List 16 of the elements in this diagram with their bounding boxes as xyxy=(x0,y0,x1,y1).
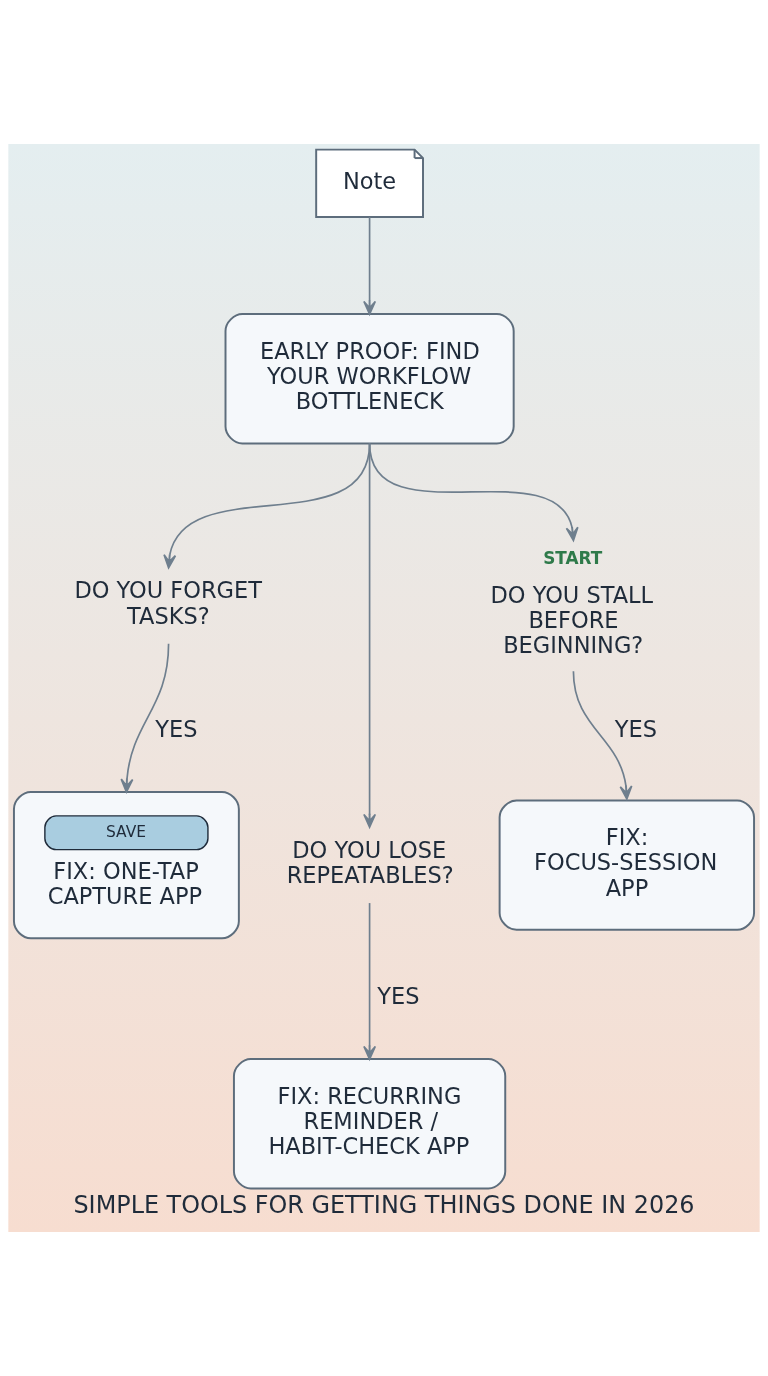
node-text: DO YOU FORGET TASKS? xyxy=(74,577,262,629)
edge-label: YES xyxy=(614,715,658,742)
edge-label: YES xyxy=(377,983,420,1009)
node-box: SAVE FIX: ONE-TAP CAPTURE APP xyxy=(12,791,240,940)
arrow xyxy=(572,670,633,800)
node-text: START DO YOU STALL BEFORE BEGINNING? xyxy=(490,548,654,659)
caption: SIMPLE TOOLS FOR GETTING THINGS DONE IN 2026 xyxy=(73,1191,695,1220)
arrow xyxy=(363,902,377,1060)
arrow xyxy=(368,442,579,542)
arrow xyxy=(120,642,170,793)
node-box: FIX: FOCUS-SESSION APP xyxy=(498,799,756,931)
edge-label: YES xyxy=(155,715,198,742)
node-box: EARLY PROOF: FIND YOUR WORKFLOW BOTTLENECK xyxy=(224,313,515,445)
node-box: FIX: RECURRING REMINDER / HABIT-CHECK APP xyxy=(232,1058,507,1190)
node-text: DO YOU LOSE REPEATABLES? xyxy=(286,836,454,889)
arrow xyxy=(363,216,377,315)
